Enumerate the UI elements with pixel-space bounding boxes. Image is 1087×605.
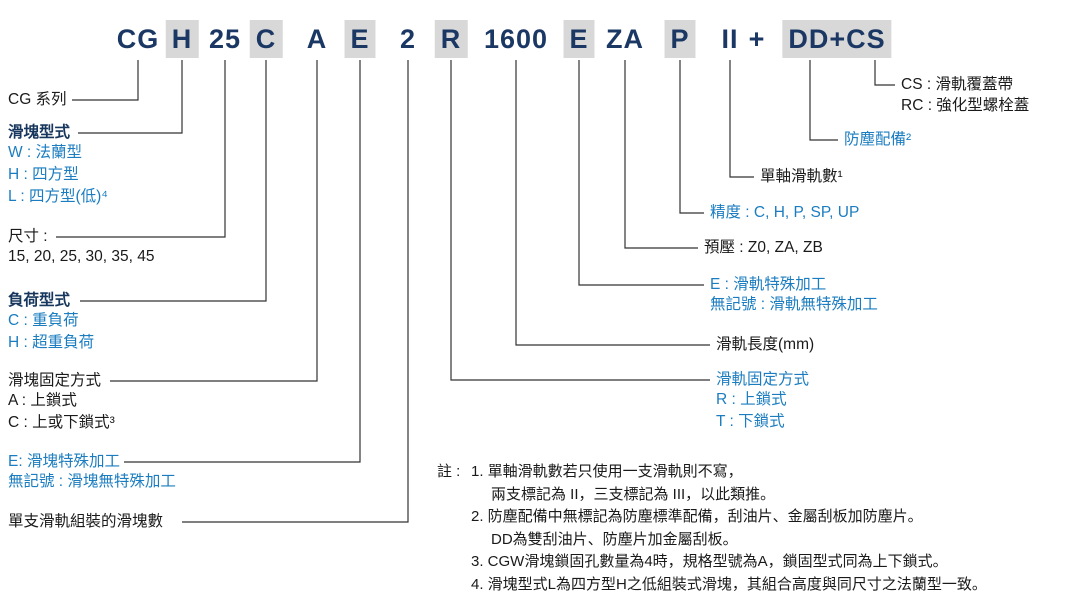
callout-size: 尺寸 : 15, 20, 25, 30, 35, 45 [8, 228, 155, 268]
connector-line-precision [679, 60, 704, 214]
code-segment-plus: + [748, 24, 766, 54]
connector-line-block-mount [110, 60, 318, 382]
code-segment-load-type: C [249, 20, 283, 58]
rail-mount-option: T : 下鎖式 [716, 413, 785, 430]
connector-line-dust-proof [809, 60, 838, 141]
callout-rails-per-axis: 單軸滑軌數¹ [760, 168, 843, 186]
connector-line-block-count [182, 60, 409, 523]
connector-line-rail-mount [450, 60, 710, 381]
callout-rail-special: E : 滑軌特殊加工 無記號 : 滑軌無特殊加工 [710, 276, 878, 316]
preload-label: 預壓 : Z0, ZA, ZB [704, 239, 823, 256]
callout-cover: CS : 滑軌覆蓋帶 RC : 強化型螺栓蓋 [901, 76, 1029, 118]
code-segment-precision: P [664, 20, 696, 58]
connector-line-preload [624, 60, 698, 249]
block-type-option: H : 四方型 [8, 166, 79, 183]
block-special-line1: E: 滑塊特殊加工 [8, 453, 120, 470]
callout-dust-proof: 防塵配備² [844, 131, 911, 149]
connector-line-block-special [124, 60, 361, 463]
note-line: 2. 防塵配備中無標記為防塵標準配備，刮油片、金屬刮板加防塵片。 [471, 508, 923, 525]
load-type-option: H : 超重負荷 [8, 334, 95, 351]
note-line: 3. CGW滑塊鎖固孔數量為4時，規格型號為A，鎖固型式同為上下鎖式。 [471, 553, 948, 570]
precision-label: 精度 : C, H, P, SP, UP [710, 204, 860, 221]
code-segment-size: 25 [208, 24, 242, 54]
rails-per-axis-label: 單軸滑軌數¹ [760, 168, 843, 185]
code-segment-preload: ZA [606, 24, 644, 54]
connector-line-cover [874, 60, 895, 86]
note-line: DD為雙刮油片、防塵片加金屬刮板。 [491, 530, 738, 548]
block-mount-option: A : 上鎖式 [8, 392, 77, 409]
callout-rail-length: 滑軌長度(mm) [716, 336, 814, 354]
note-line: 兩支標記為 II，三支標記為 III，以此類推。 [491, 485, 776, 503]
code-segment-rail-count: II [721, 24, 739, 54]
callout-preload: 預壓 : Z0, ZA, ZB [704, 239, 823, 257]
callout-block-type: 滑塊型式 W : 法蘭型 H : 四方型 L : 四方型(低)⁴ [8, 124, 108, 208]
callout-blocks-per-rail: 單支滑軌組裝的滑塊數 [8, 513, 163, 531]
rail-mount-option: R : 上鎖式 [716, 391, 787, 408]
cover-line1: CS : 滑軌覆蓋帶 [901, 76, 1013, 93]
dust-proof-label: 防塵配備² [844, 131, 912, 148]
notes-prefix: 註 : [437, 463, 461, 480]
cover-line2: RC : 強化型螺栓蓋 [901, 97, 1030, 114]
callout-series: CG 系列 [8, 91, 67, 109]
size-title: 尺寸 : [8, 228, 48, 245]
note-line: 註 : 1. 單軸滑軌數若只使用一支滑軌則不寫， [437, 461, 987, 484]
rail-special-line2: 無記號 : 滑軌無特殊加工 [710, 296, 878, 313]
size-values: 15, 20, 25, 30, 35, 45 [8, 248, 155, 265]
code-segment-block-special: E [344, 20, 376, 58]
code-segment-dust-cover: DD+CS [782, 20, 892, 58]
rail-special-line1: E : 滑軌特殊加工 [710, 276, 827, 293]
connector-line-series [72, 60, 139, 101]
connector-line-block-type [78, 60, 183, 134]
block-type-option: L : 四方型(低)⁴ [8, 188, 108, 205]
code-segment-block-count: 2 [399, 24, 417, 54]
connector-line-rail-special [578, 60, 704, 286]
block-mount-title: 滑塊固定方式 [8, 372, 102, 389]
callout-rail-mount: 滑軌固定方式 R : 上鎖式 T : 下鎖式 [716, 371, 809, 433]
blocks-per-rail-label: 單支滑軌組裝的滑塊數 [8, 513, 164, 530]
notes: 註 : 1. 單軸滑軌數若只使用一支滑軌則不寫， 兩支標記為 II，三支標記為 I… [437, 461, 987, 596]
callout-precision: 精度 : C, H, P, SP, UP [710, 204, 859, 222]
callout-block-special: E: 滑塊特殊加工 無記號 : 滑塊無特殊加工 [8, 453, 176, 493]
callout-load-type: 負荷型式 C : 重負荷 H : 超重負荷 [8, 292, 94, 354]
rail-mount-title: 滑軌固定方式 [716, 371, 810, 388]
code-segment-block-mount: A [306, 24, 328, 54]
series-label: CG 系列 [8, 91, 67, 108]
connector-line-rail-length [515, 60, 710, 346]
block-mount-option: C : 上或下鎖式³ [8, 414, 115, 431]
code-segment-block-type: H [165, 20, 199, 58]
code-segment-rail-mount: R [434, 20, 468, 58]
connector-line-rail-count [729, 60, 754, 178]
block-type-title: 滑塊型式 [8, 124, 71, 141]
rail-length-label: 滑軌長度(mm) [716, 336, 815, 353]
model-code: CG H 25 C A E 2 R 1600 E ZA P II + DD+CS [0, 20, 1087, 58]
note-line: 4. 滑塊型式L為四方型H之低組裝式滑塊，其組合高度與同尺寸之法蘭型一致。 [471, 575, 987, 593]
load-type-title: 負荷型式 [8, 292, 71, 309]
block-type-option: W : 法蘭型 [8, 144, 83, 161]
block-special-line2: 無記號 : 滑塊無特殊加工 [8, 473, 176, 490]
note-text: 1. 單軸滑軌數若只使用一支滑軌則不寫， [471, 463, 743, 480]
code-segment-rail-special: E [563, 20, 595, 58]
callout-block-mount: 滑塊固定方式 A : 上鎖式 C : 上或下鎖式³ [8, 372, 115, 434]
code-segment-series: CG [116, 24, 160, 54]
load-type-option: C : 重負荷 [8, 312, 79, 329]
code-segment-rail-length: 1600 [483, 24, 549, 54]
